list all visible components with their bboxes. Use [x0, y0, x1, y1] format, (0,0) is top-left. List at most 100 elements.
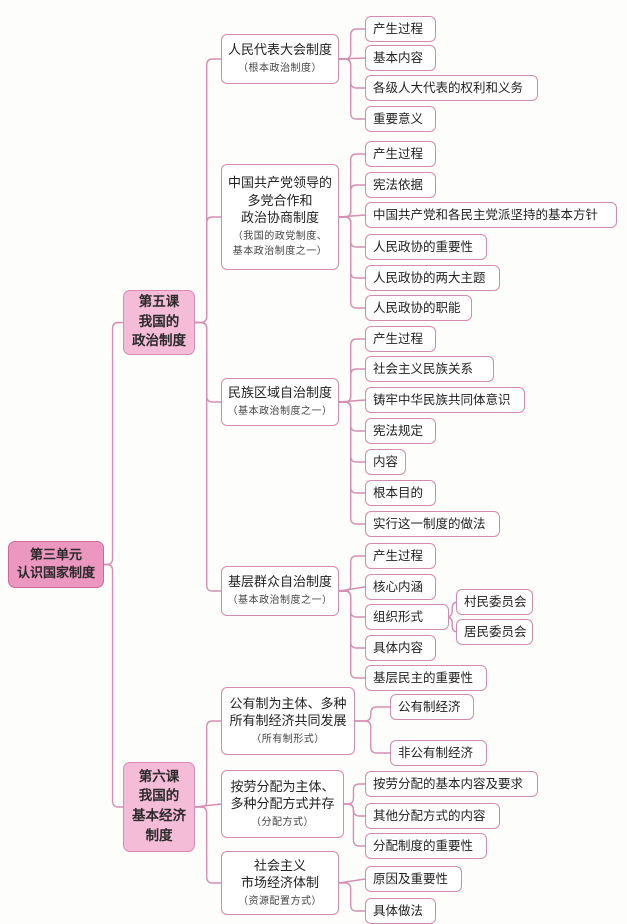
topic-connector	[339, 882, 365, 912]
lesson-connector	[195, 321, 221, 403]
leaf-item: 非公有制经济	[390, 740, 487, 766]
lesson-label: 基本经济	[132, 808, 186, 824]
lesson-connector	[195, 216, 221, 324]
root-connector	[104, 563, 123, 808]
topic-title: 市场经济体制	[240, 876, 319, 892]
leaf-item-label: 核心内涵	[373, 578, 424, 594]
lesson-connector	[195, 321, 221, 592]
leaf-item-label: 公有制经济	[398, 698, 461, 714]
topic-connector	[339, 401, 365, 432]
leaf-item-label: 人民政协的职能	[373, 299, 461, 315]
leaf-item-label: 宪法依据	[373, 176, 424, 192]
leaf-item: 原因及重要性	[365, 866, 462, 892]
leaf-item-label: 重要意义	[373, 110, 424, 126]
leaf-item-label: 具体做法	[373, 902, 424, 918]
leaf-item: 人民政协的两大主题	[365, 265, 500, 291]
leaf-item: 组织形式	[365, 604, 449, 630]
leaf-item-label: 具体内容	[373, 639, 424, 655]
leaf-item: 根本目的	[365, 480, 436, 506]
topic-connector	[355, 706, 390, 722]
topic-title: 社会主义	[253, 858, 306, 874]
topic-title: 所有制经济共同发展	[229, 714, 347, 730]
leaf-item-label: 各级人大代表的权利和义务	[373, 79, 524, 95]
topic-connector	[339, 58, 365, 120]
topic-connector	[339, 401, 365, 494]
leaf-item-label: 产生过程	[373, 20, 424, 36]
leaf-item-label: 宪法规定	[373, 422, 424, 438]
leaf-item-label: 社会主义民族关系	[373, 360, 474, 376]
sub-item-label: 居民委员会	[464, 623, 527, 639]
topic-subtitle: （所有制形式）	[251, 733, 325, 745]
leaf-item-label: 基本内容	[373, 49, 424, 65]
topic-title: 中国共产党领导的	[227, 176, 332, 192]
leaf-item-label: 铸牢中华民族共同体意识	[373, 391, 511, 407]
sub-item: 村民委员会	[456, 589, 533, 615]
topic-connector	[339, 590, 365, 679]
topic-subtitle: 基本政治制度之一）	[232, 246, 328, 258]
topic-node: 中国共产党领导的多党合作和政治协商制度 （我国的政党制度、基本政治制度之一）	[221, 164, 339, 270]
topic-subtitle: （我国的政党制度、	[232, 230, 328, 242]
leaf-item: 公有制经济	[390, 694, 474, 720]
topic-node: 民族区域自治制度 （基本政治制度之一）	[221, 378, 339, 426]
topic-connector	[344, 803, 365, 817]
topic-connector	[339, 184, 365, 218]
topic-subtitle: （基本政治制度之一）	[227, 595, 333, 607]
topic-title: 基层群众自治制度	[227, 575, 332, 591]
leaf-item-label: 分配制度的重要性	[373, 837, 474, 853]
leaf-item: 其他分配方式的内容	[365, 803, 500, 829]
leaf-item: 产生过程	[365, 16, 436, 42]
topic-node: 基层群众自治制度 （基本政治制度之一）	[221, 566, 339, 616]
leaf-item: 按劳分配的基本内容及要求	[365, 771, 538, 797]
leaf-item: 各级人大代表的权利和义务	[365, 75, 538, 101]
topic-subtitle: （资源配置方式）	[238, 895, 322, 907]
leaf-item: 内容	[365, 449, 406, 475]
lesson-connector	[195, 58, 221, 324]
leaf-item: 核心内涵	[365, 574, 436, 600]
topic-connector	[355, 720, 390, 754]
topic-connector	[339, 28, 365, 60]
leaf-item: 分配制度的重要性	[365, 833, 487, 859]
topic-subtitle: （基本政治制度之一）	[227, 406, 333, 418]
topic-title: 人民代表大会制度	[227, 43, 332, 59]
leaf-item-label: 中国共产党和各民主党派坚持的基本方针	[373, 206, 599, 222]
leaf-item: 宪法依据	[365, 172, 436, 198]
leaf-item: 铸牢中华民族共同体意识	[365, 387, 525, 413]
root-node-unit-3: 第三单元认识国家制度	[8, 541, 104, 588]
topic-node: 按劳分配为主体、多种分配方式并存（分配方式）	[221, 770, 344, 838]
leaf-item: 宪法规定	[365, 418, 436, 444]
sub-item-label: 村民委员会	[464, 593, 527, 609]
topic-title: 民族区域自治制度	[227, 386, 332, 402]
leaf-item: 产生过程	[365, 141, 436, 167]
lesson-connector	[195, 720, 221, 808]
leaf-item-label: 人民政协的两大主题	[373, 269, 486, 285]
root-label: 认识国家制度	[16, 565, 95, 581]
leaf-item-label: 其他分配方式的内容	[373, 807, 486, 823]
lesson-node-5: 第五课我国的政治制度	[123, 290, 195, 355]
topic-connector	[339, 216, 365, 309]
leaf-item: 基层民主的重要性	[365, 665, 487, 691]
topic-connector	[339, 216, 365, 248]
lesson-label: 政治制度	[132, 333, 186, 350]
topic-title: 政治协商制度	[240, 211, 319, 227]
lesson-connector	[195, 806, 221, 884]
leaf-item-label: 原因及重要性	[373, 870, 449, 886]
topic-connector	[339, 401, 365, 525]
leaf-item: 社会主义民族关系	[365, 356, 494, 382]
topic-title: 多党合作和	[247, 193, 313, 209]
lesson-label: 我国的	[138, 313, 180, 330]
lesson-node-6: 第六课我国的基本经济制度	[123, 762, 195, 852]
topic-connector	[339, 590, 365, 618]
leaf-item-label: 根本目的	[373, 484, 424, 500]
topic-node: 人民代表大会制度（根本政治制度）	[221, 34, 339, 84]
leaf-item-label: 人民政协的重要性	[373, 238, 474, 254]
lesson-label: 制度	[145, 827, 173, 844]
leaf-item: 具体内容	[365, 635, 436, 661]
topic-node: 社会主义市场经济体制 （资源配置方式）	[221, 851, 339, 915]
topic-connector	[344, 783, 365, 805]
leaf-item: 具体做法	[365, 898, 436, 924]
lesson-label: 我国的	[138, 788, 180, 805]
leaf-item: 实行这一制度的做法	[365, 511, 500, 537]
leaf-item-label: 组织形式	[373, 608, 424, 624]
leaf-item: 产生过程	[365, 326, 436, 352]
